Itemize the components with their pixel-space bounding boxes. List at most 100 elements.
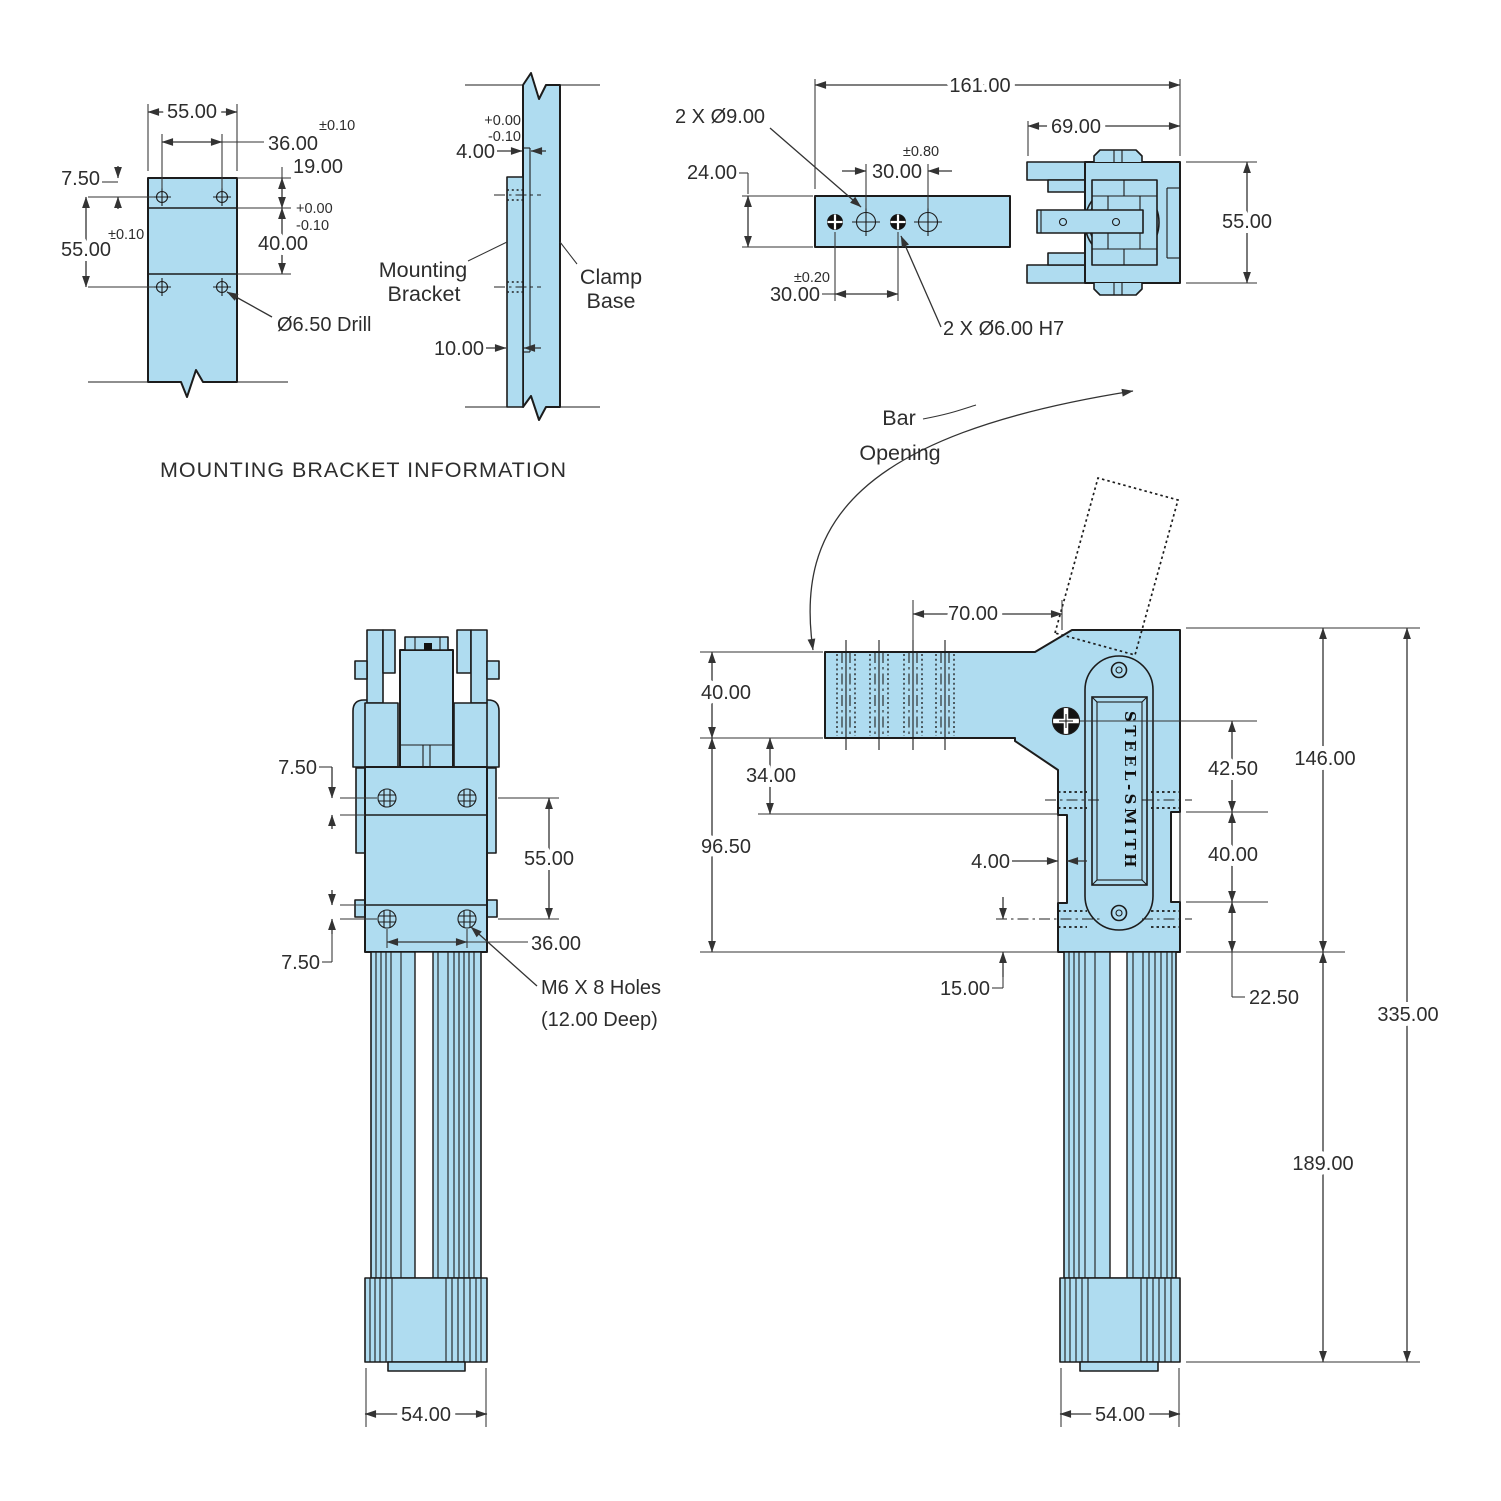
arm-left-inner <box>382 629 396 674</box>
front-head-part <box>352 629 500 768</box>
center-block <box>399 649 454 768</box>
arm-right-lower <box>453 702 488 768</box>
top-nut <box>1093 149 1143 162</box>
column-lower <box>1059 1277 1181 1363</box>
tab-right <box>486 660 500 680</box>
note-holes-dowel: 2 X Ø6.00 H7 <box>943 318 1064 340</box>
jaw-flange-top <box>1026 161 1086 181</box>
note-holes-2: (12.00 Deep) <box>541 1009 658 1031</box>
arm-left-outer <box>366 629 384 704</box>
arm-right-inner <box>456 629 472 674</box>
view-bracket-front: 55.00 ±0.10 36.00 19.00 7.50 ±0.10 55.00… <box>56 96 372 398</box>
jaw-flange-bottom <box>1026 264 1086 284</box>
bar-serrations <box>836 640 955 750</box>
bracket-front-dimensions: 55.00 ±0.10 36.00 19.00 7.50 ±0.10 55.00… <box>56 96 372 336</box>
dim-body-height: 96.50 <box>701 836 751 858</box>
column-foot <box>1079 1361 1159 1372</box>
top-view-part <box>814 149 1181 296</box>
dim-edge-bottom: 7.50 <box>281 952 320 974</box>
clamp-arm-top <box>814 195 1011 248</box>
column-ribs-lower <box>1064 1278 1172 1362</box>
clamp-screw-bar <box>1036 209 1144 234</box>
side-tab-left <box>354 899 366 918</box>
dim-head-width: 69.00 <box>1051 116 1101 138</box>
dim-screw-region: 40.00 <box>1208 844 1258 866</box>
column-ribs-upper <box>375 952 475 1278</box>
dowel-hole-1 <box>827 214 843 230</box>
clamp-base-strip <box>522 72 561 421</box>
column-lower <box>364 1277 488 1363</box>
dim-edge-top: 7.50 <box>278 757 317 779</box>
dim-bar-reach: 70.00 <box>948 603 998 625</box>
brand-plate-text: STEEL-SMITH <box>1121 711 1139 871</box>
base-groove <box>523 147 531 353</box>
bolt-hole-2 <box>914 208 942 236</box>
view-top: 161.00 2 X Ø9.00 69.00 ±0.80 30.00 24.00… <box>675 70 1277 340</box>
side-plate-left <box>355 767 366 854</box>
dim-spacing-top: 30.00 <box>872 161 922 183</box>
dim-arm-height: 40.00 <box>701 682 751 704</box>
dim-recess: 4.00 <box>971 851 1010 873</box>
side-plate-right <box>486 767 497 854</box>
tol-recess-minus: -0.10 <box>488 129 521 145</box>
side-screw-symbols <box>494 189 541 293</box>
plate-screw-bottom <box>1110 904 1128 922</box>
tol-recess-plus: +0.00 <box>484 113 521 129</box>
note-holes-1: M6 X 8 Holes <box>541 977 661 999</box>
head-right-detail <box>1166 187 1180 259</box>
dim-hole-span-v: 55.00 <box>61 239 111 261</box>
tab-left <box>354 660 368 680</box>
tol-window-plus: +0.00 <box>296 201 333 217</box>
jaw-flange-bottom-inner <box>1047 252 1086 266</box>
tol-spacing-top: ±0.80 <box>903 144 939 160</box>
pad-bevels <box>1091 696 1148 886</box>
housing-detail-lines <box>1092 180 1157 265</box>
clamp-body-front <box>364 766 488 953</box>
view-bracket-side: +0.00 -0.10 4.00 Mounting Bracket Clamp … <box>379 72 642 421</box>
dim-recess: 4.00 <box>456 141 495 163</box>
dim-hole-span-h: 36.00 <box>268 133 318 155</box>
bracket-front-part <box>88 177 288 398</box>
mounting-bracket-plate <box>506 176 524 408</box>
column-ribs-lower <box>369 1278 482 1362</box>
drawing-caption: MOUNTING BRACKET INFORMATION <box>160 458 567 482</box>
column-ribs-upper <box>1068 952 1173 1278</box>
dim-edge-top: 7.50 <box>61 168 100 190</box>
label-mounting-bracket-2: Bracket <box>388 282 461 306</box>
side-column-part <box>1059 951 1181 1372</box>
dim-hole-span-h: 36.00 <box>531 933 581 955</box>
bracket-side-dimensions: +0.00 -0.10 4.00 Mounting Bracket Clamp … <box>379 113 642 360</box>
dim-top-offset: 19.00 <box>293 156 343 178</box>
dim-foot-offset: 15.00 <box>940 978 990 1000</box>
view-side: STEEL-SMITH <box>696 388 1444 1431</box>
label-clamp-base-1: Clamp <box>580 265 642 289</box>
bottom-nut <box>1093 283 1143 296</box>
jaw-flange-top-inner <box>1047 179 1086 193</box>
side-view-dimensions: Bar Opening 70.00 40.00 34.00 96.50 4.00… <box>696 388 1444 1431</box>
arm-left-lower <box>364 702 399 768</box>
dim-upper-height: 146.00 <box>1294 748 1355 770</box>
dim-drop: 34.00 <box>746 765 796 787</box>
dim-overall-length: 161.00 <box>949 75 1010 97</box>
tol-spacing-bottom: ±0.20 <box>794 270 830 286</box>
side-body-part: STEEL-SMITH <box>824 476 1257 1372</box>
front-body-part <box>354 766 498 953</box>
side-screw-symbols <box>996 791 1192 928</box>
body-mount-holes <box>377 788 477 929</box>
brand-pad-inner <box>1096 701 1143 881</box>
column-foot <box>387 1361 466 1372</box>
front-column-part <box>364 951 488 1372</box>
dim-head-depth: 55.00 <box>1222 211 1272 233</box>
label-bar-opening-1: Bar <box>882 406 915 430</box>
top-view-dimensions: 161.00 2 X Ø9.00 69.00 ±0.80 30.00 24.00… <box>675 70 1277 340</box>
label-bar-opening-2: Opening <box>859 441 940 465</box>
tol-window-minus: -0.10 <box>296 218 329 234</box>
arm-right-outer <box>470 629 488 704</box>
label-clamp-base-2: Base <box>586 289 635 313</box>
dim-overall-height: 335.00 <box>1377 1004 1438 1026</box>
bracket-section-lines <box>148 207 237 275</box>
dim-column-height: 189.00 <box>1292 1153 1353 1175</box>
tol-hole-span-h: ±0.10 <box>319 118 355 134</box>
